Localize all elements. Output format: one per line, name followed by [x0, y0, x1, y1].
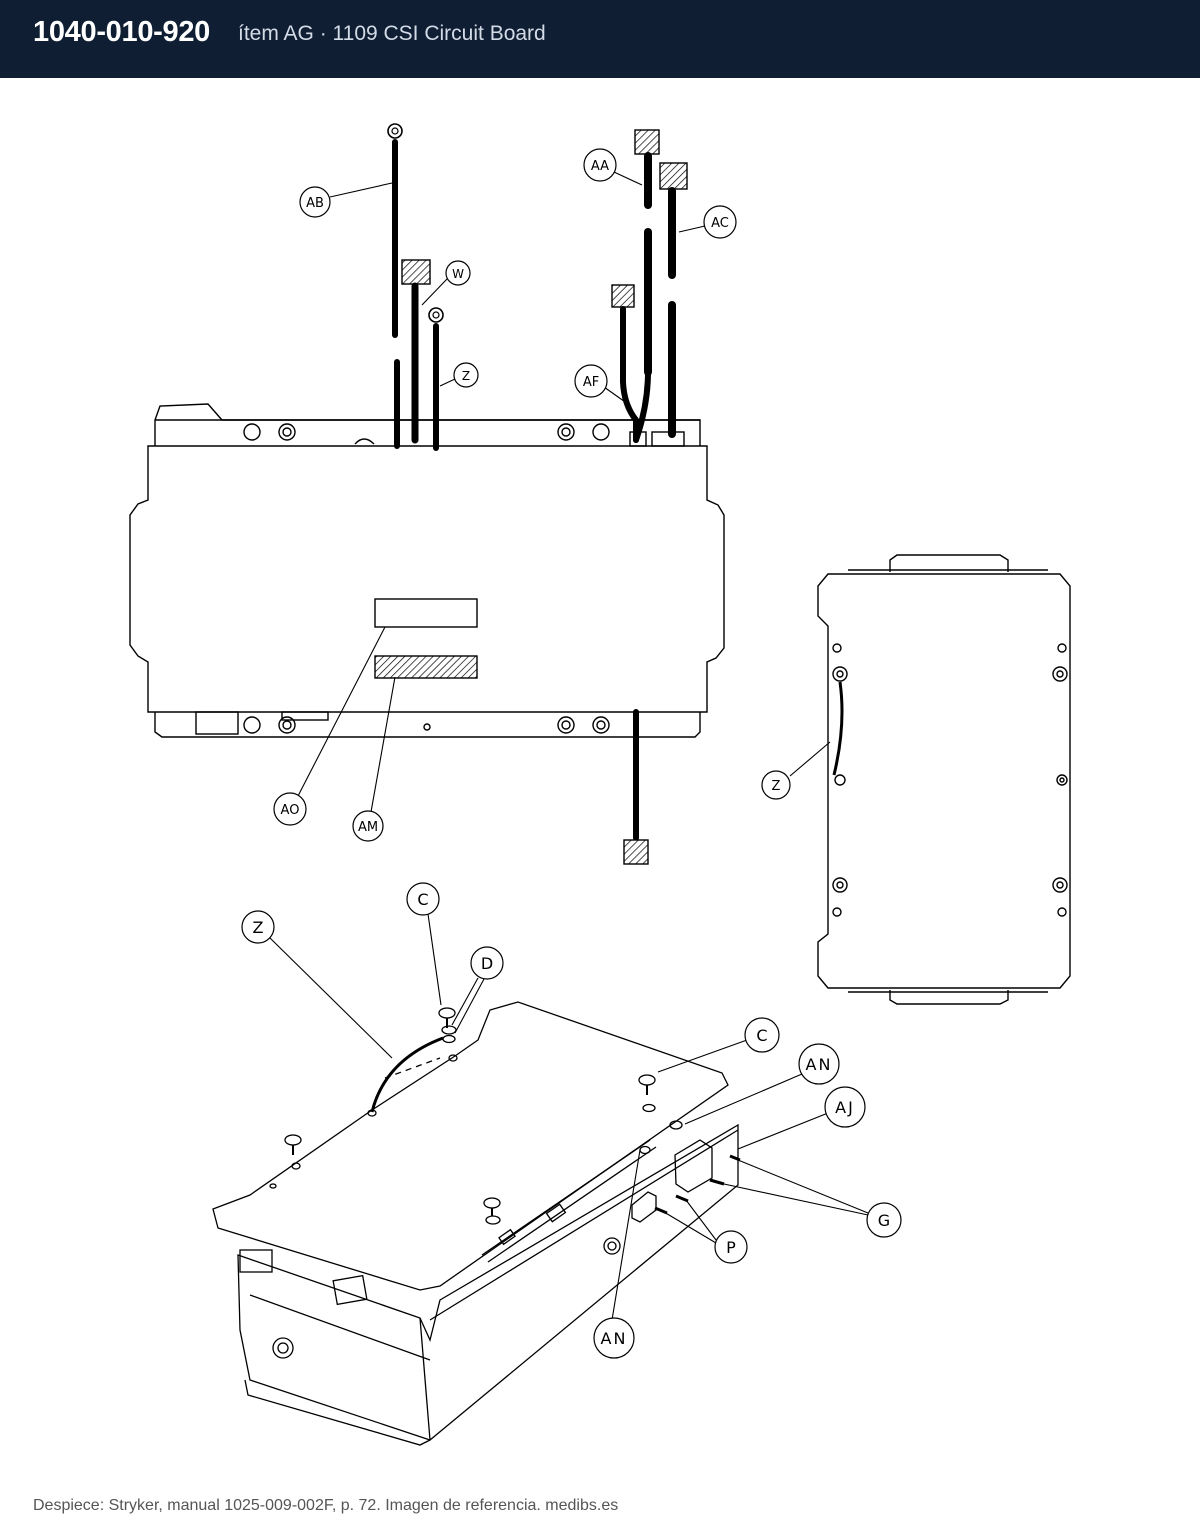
side-view-balloon	[761, 770, 791, 800]
callout-AA: AA	[591, 159, 609, 174]
iso-view	[212, 1001, 741, 1446]
callout-G: G	[878, 1211, 890, 1230]
callout-D: D	[481, 954, 493, 973]
iso-view-balloon-labels: C D Z C AN AJ G P AN	[253, 890, 891, 1348]
callout-AB: AB	[306, 196, 324, 211]
top-view-callouts	[297, 171, 706, 813]
callout-AJ: AJ	[835, 1098, 855, 1117]
exploded-parts-diagram: AB W Z AA AC AF AO AM Z	[129, 123, 1071, 1446]
callout-AN-1: AN	[806, 1055, 833, 1074]
callout-C-2: C	[756, 1026, 767, 1045]
top-view-cables	[387, 123, 688, 865]
callout-C-1: C	[417, 890, 428, 909]
top-view	[129, 403, 725, 738]
callout-AC: AC	[711, 216, 729, 231]
top-view-balloon-labels: AB W Z AA AC AF AO AM	[281, 159, 729, 835]
source-credit: Despiece: Stryker, manual 1025-009-002F,…	[33, 1497, 619, 1514]
iso-view-leaders	[269, 913, 869, 1321]
callout-Z-iso: Z	[253, 918, 264, 937]
iso-view-balloons	[241, 882, 902, 1359]
callout-AO: AO	[281, 803, 300, 818]
callout-AF: AF	[583, 375, 599, 390]
callout-Z: Z	[462, 369, 470, 383]
top-view-balloons	[273, 148, 737, 842]
callout-AN-2: AN	[601, 1329, 628, 1348]
callout-W: W	[452, 267, 464, 281]
callout-P: P	[726, 1238, 736, 1257]
callout-AM: AM	[358, 820, 378, 835]
side-view	[789, 554, 1071, 1005]
title-bar: 1040-010-920 ítem AG · 1109 CSI Circuit …	[0, 0, 1200, 78]
callout-Z-side: Z	[772, 779, 781, 794]
part-number: 1040-010-920	[33, 16, 210, 48]
item-title: ítem AG · 1109 CSI Circuit Board	[238, 22, 546, 45]
